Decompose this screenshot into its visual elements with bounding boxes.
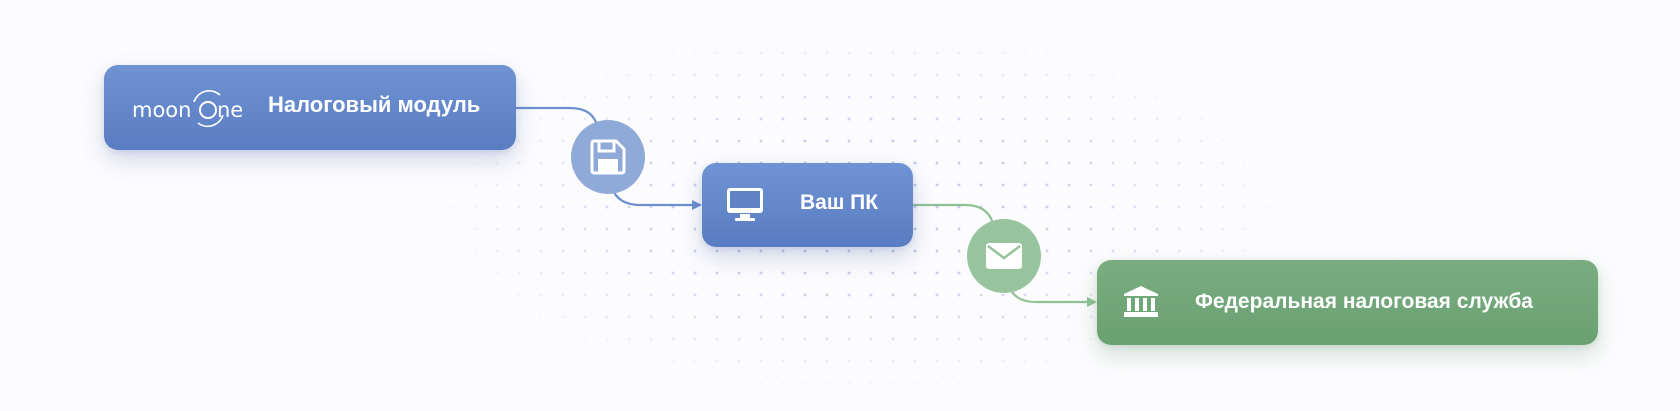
save-badge [571,120,645,194]
fns-node: Федеральная налоговая служба [1097,260,1598,345]
tax-module-label: Налоговый модуль [268,92,481,117]
svg-text:moon: moon [132,98,191,122]
your-pc-node: Ваш ПК [702,163,913,247]
bank-icon [1123,285,1159,324]
mail-badge [967,219,1041,293]
envelope-icon [986,243,1022,269]
moonone-logo: moon ne [128,85,248,134]
tax-module-node: moon ne Налоговый модуль [104,65,516,150]
fns-label: Федеральная налоговая служба [1195,290,1533,313]
floppy-disk-icon [590,139,626,175]
your-pc-label: Ваш ПК [800,191,879,214]
svg-text:ne: ne [217,98,243,122]
monitor-icon [726,187,764,228]
